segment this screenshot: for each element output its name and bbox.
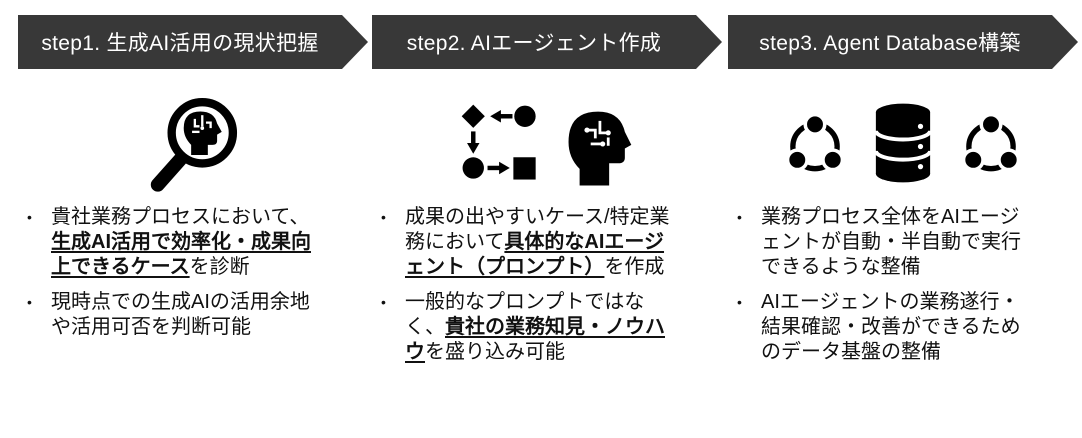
plain-text: AIエージェントの業務遂行・結果確認・改善ができるためのデータ基盤の整備	[761, 291, 1021, 363]
bullet-item: 現時点での生成AIの活用余地や活用可否を判断可能	[18, 290, 368, 340]
database-icon	[873, 103, 933, 183]
step3-banner: step3. Agent Database構築	[728, 15, 1078, 69]
bullet-item: 貴社業務プロセスにおいて、生成AI活用で効率化・成果向上できるケースを診断	[18, 205, 368, 280]
plain-text: 成果の出やすいケース/特定業務において	[405, 206, 670, 253]
step2-bullets: 成果の出やすいケース/特定業務において具体的なAIエージェント（プロンプト）を作…	[372, 205, 722, 365]
step3-column: step3. Agent Database構築	[728, 15, 1078, 375]
bullet-item: AIエージェントの業務遂行・結果確認・改善ができるためのデータ基盤の整備	[728, 290, 1078, 365]
ai-head-icon	[568, 111, 632, 186]
step1-banner: step1. 生成AI活用の現状把握	[18, 15, 368, 69]
emphasized-text: 具体的なAIエージェント（プロンプト）	[405, 231, 665, 278]
plain-text: を作成	[604, 256, 665, 278]
step2-banner-label: step2. AIエージェント作成	[406, 32, 662, 55]
plain-text: を盛り込み可能	[425, 341, 565, 363]
step1-bullets: 貴社業務プロセスにおいて、生成AI活用で効率化・成果向上できるケースを診断現時点…	[18, 205, 368, 340]
step1-icons	[18, 93, 368, 193]
step1-banner-label: step1. 生成AI活用の現状把握	[41, 32, 319, 55]
plain-text: 貴社業務プロセスにおいて、	[51, 206, 310, 228]
bullet-item: 一般的なプロンプトではなく、貴社の業務知見・ノウハウを盛り込み可能	[372, 290, 722, 365]
flowchart-icon	[461, 104, 536, 180]
magnifier-brain-icon	[150, 98, 238, 192]
step3-bullets: 業務プロセス全体をAIエージェントが自動・半自動で実行できるような整備 AIエージ…	[728, 205, 1078, 365]
step2-column: step2. AIエージェント作成	[372, 15, 722, 375]
step3-icons	[728, 93, 1078, 193]
plain-text: を診断	[189, 256, 250, 278]
step3-banner-label: step3. Agent Database構築	[759, 32, 1021, 55]
plain-text: 一般的なプロンプトではなく、	[405, 291, 645, 338]
share-network-icon	[961, 112, 1021, 172]
share-network-icon	[785, 112, 845, 172]
emphasized-text: 生成AI活用で効率化・成果向上できるケース	[51, 231, 311, 278]
step2-banner: step2. AIエージェント作成	[372, 15, 722, 69]
emphasized-text: 貴社の業務知見・ノウハウ	[405, 316, 665, 363]
plain-text: 現時点での生成AIの活用余地や活用可否を判断可能	[51, 291, 310, 338]
plain-text: 業務プロセス全体をAIエージェントが自動・半自動で実行できるような整備	[761, 206, 1021, 278]
bullet-item: 成果の出やすいケース/特定業務において具体的なAIエージェント（プロンプト）を作…	[372, 205, 722, 280]
bullet-item: 業務プロセス全体をAIエージェントが自動・半自動で実行できるような整備	[728, 205, 1078, 280]
step2-icons	[372, 93, 722, 193]
step1-column: step1. 生成AI活用の現状把握 貴社業務プロセスにおいて、生成AI活用で効…	[18, 15, 368, 350]
